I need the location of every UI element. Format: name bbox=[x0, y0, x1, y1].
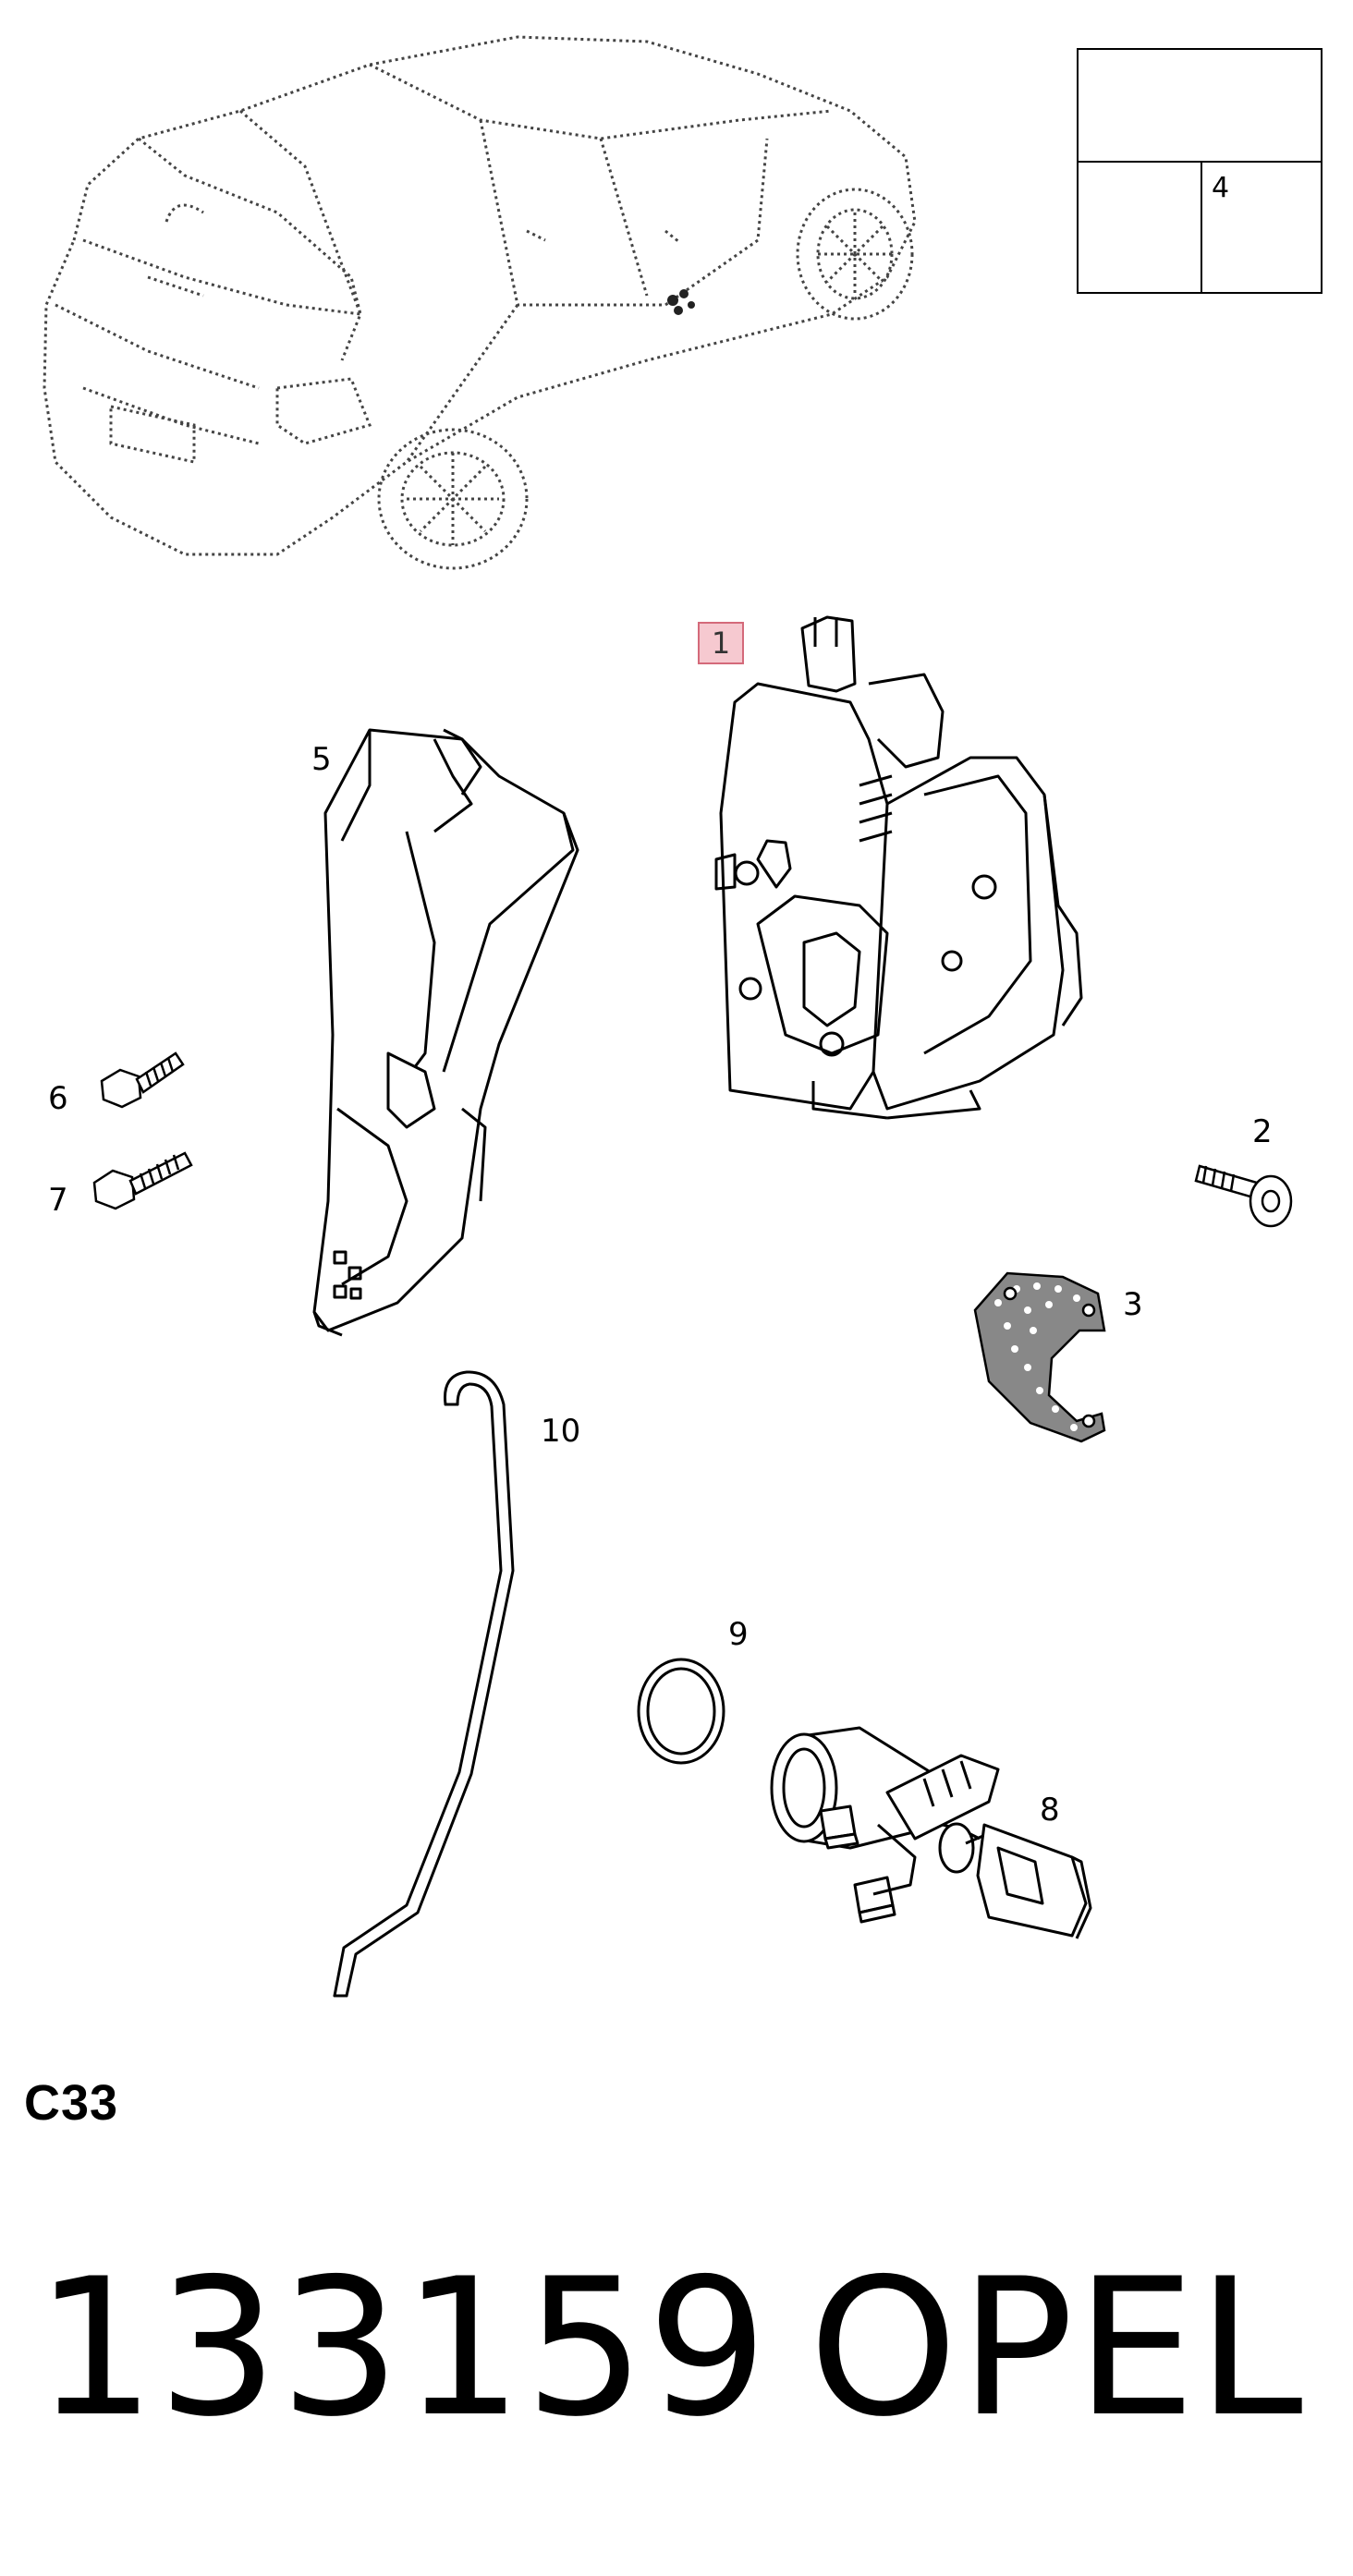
lock-location-marker bbox=[667, 289, 695, 315]
callout-part-6[interactable]: 6 bbox=[48, 1080, 68, 1117]
door-lock-assembly bbox=[714, 615, 1083, 1120]
front-wheel-icon bbox=[796, 188, 914, 321]
screw-2-icon bbox=[1194, 1164, 1293, 1228]
gasket-plate-3-icon bbox=[973, 1271, 1106, 1443]
callout-part-5[interactable]: 5 bbox=[311, 741, 332, 778]
legend-tool-cell: 4 bbox=[1202, 163, 1321, 292]
callout-part-3[interactable]: 3 bbox=[1123, 1286, 1143, 1323]
callout-part-8[interactable]: 8 bbox=[1040, 1792, 1060, 1829]
callout-part-2[interactable]: 2 bbox=[1252, 1113, 1273, 1150]
o-ring-9-icon bbox=[637, 1658, 725, 1765]
legend-oil-cell bbox=[1079, 163, 1202, 292]
callout-part-1[interactable]: 1 bbox=[698, 622, 744, 664]
catalog-number: 133159 bbox=[35, 2239, 770, 2459]
callout-part-7[interactable]: 7 bbox=[48, 1182, 68, 1219]
lock-cover-bracket bbox=[312, 728, 579, 1337]
vehicle-illustration bbox=[43, 35, 917, 556]
diagram-code: C33 bbox=[24, 2075, 119, 2131]
rear-wheel-icon bbox=[377, 428, 529, 570]
lock-cylinder-8-icon bbox=[770, 1726, 1092, 1939]
legend-panel: 4 bbox=[1077, 48, 1323, 294]
callout-part-10[interactable]: 10 bbox=[541, 1413, 581, 1450]
brand-name: OPEL bbox=[809, 2239, 1305, 2459]
lock-rod-10-icon bbox=[333, 1370, 515, 1998]
legend-tool-number: 4 bbox=[1212, 172, 1230, 204]
legend-manual-cell bbox=[1079, 50, 1321, 163]
bolt-7-icon bbox=[92, 1151, 193, 1210]
callout-part-9[interactable]: 9 bbox=[728, 1616, 749, 1653]
bolt-6-icon bbox=[100, 1051, 185, 1109]
